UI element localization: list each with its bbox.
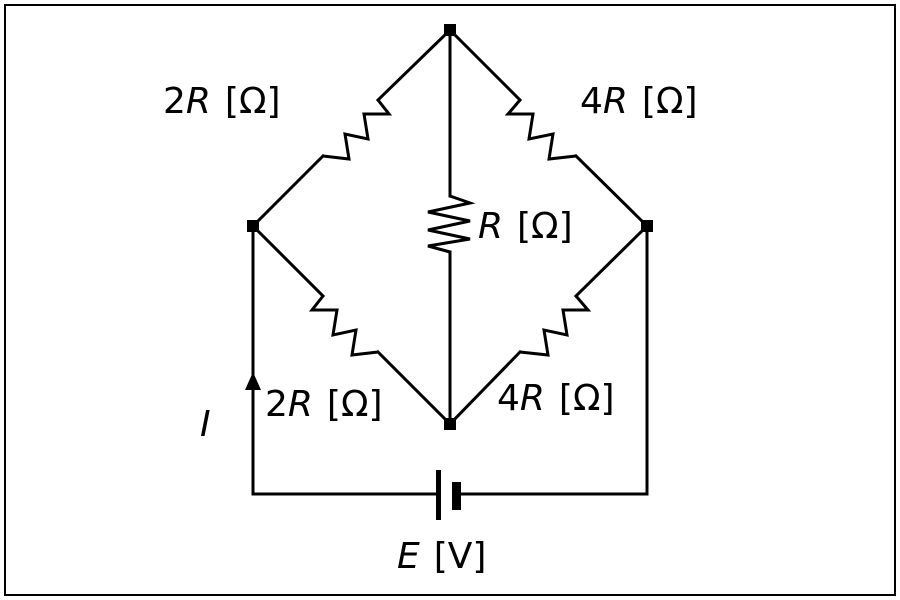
- label-emf: E[V]: [397, 536, 486, 577]
- resistor-middle: [427, 28, 476, 426]
- node-left: [247, 220, 259, 232]
- node-right: [641, 220, 653, 232]
- resistor-bottom-right: [447, 223, 650, 427]
- battery-short-plate: [452, 482, 461, 510]
- label-top-left-resistance: 2R[Ω]: [163, 81, 281, 122]
- battery-symbol: [436, 470, 461, 520]
- battery-long-plate: [436, 470, 441, 520]
- diagram-frame: [4, 4, 896, 596]
- current-arrow-icon: [245, 372, 261, 390]
- resistor-top-right: [447, 27, 650, 229]
- node-bottom: [444, 418, 456, 430]
- battery-loop: [251, 224, 649, 496]
- label-bottom-right-resistance: 4R[Ω]: [497, 378, 615, 419]
- label-bottom-left-resistance: 2R[Ω]: [265, 384, 383, 425]
- label-current: I: [200, 404, 211, 445]
- resistor-top-left: [250, 27, 453, 229]
- label-top-right-resistance: 4R[Ω]: [580, 81, 698, 122]
- label-middle-resistance: R[Ω]: [478, 206, 573, 247]
- resistor-bottom-left: [250, 223, 453, 427]
- node-top: [444, 24, 456, 36]
